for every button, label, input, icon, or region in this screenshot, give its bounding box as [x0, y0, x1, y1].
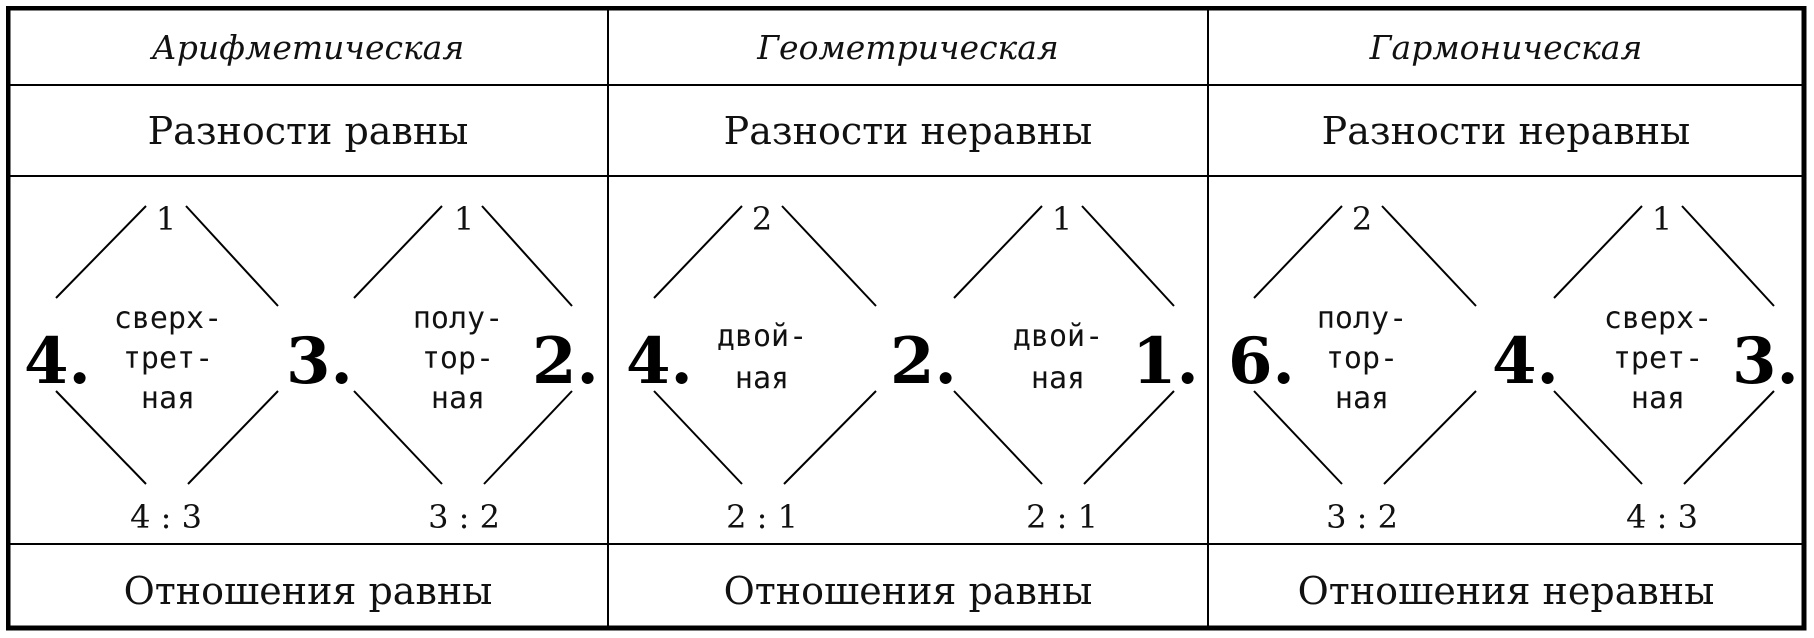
term-right: 1.	[1132, 324, 1199, 399]
interval-name-line-1: двой-	[717, 319, 807, 354]
ratios-label: Отношения равны	[124, 569, 493, 613]
interval-name-line-2: ная	[1031, 361, 1085, 396]
interval-name-line-3: ная	[1335, 381, 1389, 416]
interval-diamond-2: 1 2 : 1 двой- ная	[953, 200, 1175, 536]
interval-name-line-2: трет-	[123, 341, 213, 376]
ratio-label: 4 : 3	[1626, 498, 1698, 536]
differences-label: Разности неравны	[1322, 109, 1691, 153]
top-number: 2	[1352, 200, 1372, 238]
interval-name-line-2: трет-	[1613, 341, 1703, 376]
interval-name-line-1: сверх-	[114, 301, 222, 336]
term-middle: 4.	[1492, 324, 1559, 399]
column-title: Геометрическая	[756, 28, 1059, 67]
interval-name-line-1: полу-	[1317, 301, 1407, 336]
ratio-label: 3 : 2	[428, 498, 500, 536]
interval-diamond-1: 2 2 : 1 двой- ная	[653, 200, 877, 536]
interval-diamond-2: 1 4 : 3 сверх- трет- ная	[1553, 200, 1775, 536]
term-left: 4.	[626, 324, 693, 399]
top-number: 1	[1052, 200, 1072, 238]
column-title: Гармоническая	[1369, 28, 1643, 67]
ratios-label: Отношения неравны	[1298, 569, 1715, 613]
ratio-label: 2 : 1	[726, 498, 798, 536]
interval-name-line-1: полу-	[413, 301, 503, 336]
column-arithmetic: Арифметическая Разности равны Отношения …	[24, 28, 599, 613]
proportions-table: Арифметическая Разности равны Отношения …	[6, 6, 1807, 631]
interval-name-line-2: ная	[735, 361, 789, 396]
term-right: 3.	[1732, 324, 1799, 399]
ratios-label: Отношения равны	[724, 569, 1093, 613]
interval-diamond-2: 1 3 : 2 полу- тор- ная	[353, 200, 573, 536]
ratio-label: 2 : 1	[1026, 498, 1098, 536]
column-geometric: Геометрическая Разности неравны Отношени…	[626, 28, 1199, 613]
interval-name-line-3: ная	[1631, 381, 1685, 416]
top-number: 1	[156, 200, 176, 238]
differences-label: Разности равны	[148, 109, 469, 153]
interval-diamond-1: 1 4 : 3 сверх- трет- ная	[55, 200, 279, 536]
interval-name-line-2: тор-	[422, 341, 494, 376]
table-border	[6, 6, 1807, 631]
interval-name-line-3: ная	[141, 381, 195, 416]
ratio-label: 4 : 3	[130, 498, 202, 536]
ratio-label: 3 : 2	[1326, 498, 1398, 536]
top-number: 1	[454, 200, 474, 238]
term-middle: 2.	[890, 324, 957, 399]
term-right: 2.	[532, 324, 599, 399]
top-number: 1	[1652, 200, 1672, 238]
interval-name-line-2: тор-	[1326, 341, 1398, 376]
column-harmonic: Гармоническая Разности неравны Отношения…	[1228, 28, 1799, 613]
term-left: 4.	[24, 324, 91, 399]
differences-label: Разности неравны	[724, 109, 1093, 153]
column-title: Арифметическая	[150, 28, 464, 67]
interval-name-line-3: ная	[431, 381, 485, 416]
term-middle: 3.	[286, 324, 353, 399]
interval-diamond-1: 2 3 : 2 полу- тор- ная	[1253, 200, 1477, 536]
top-number: 2	[752, 200, 772, 238]
interval-name-line-1: двой-	[1013, 319, 1103, 354]
interval-name-line-1: сверх-	[1604, 301, 1712, 336]
term-left: 6.	[1228, 324, 1295, 399]
